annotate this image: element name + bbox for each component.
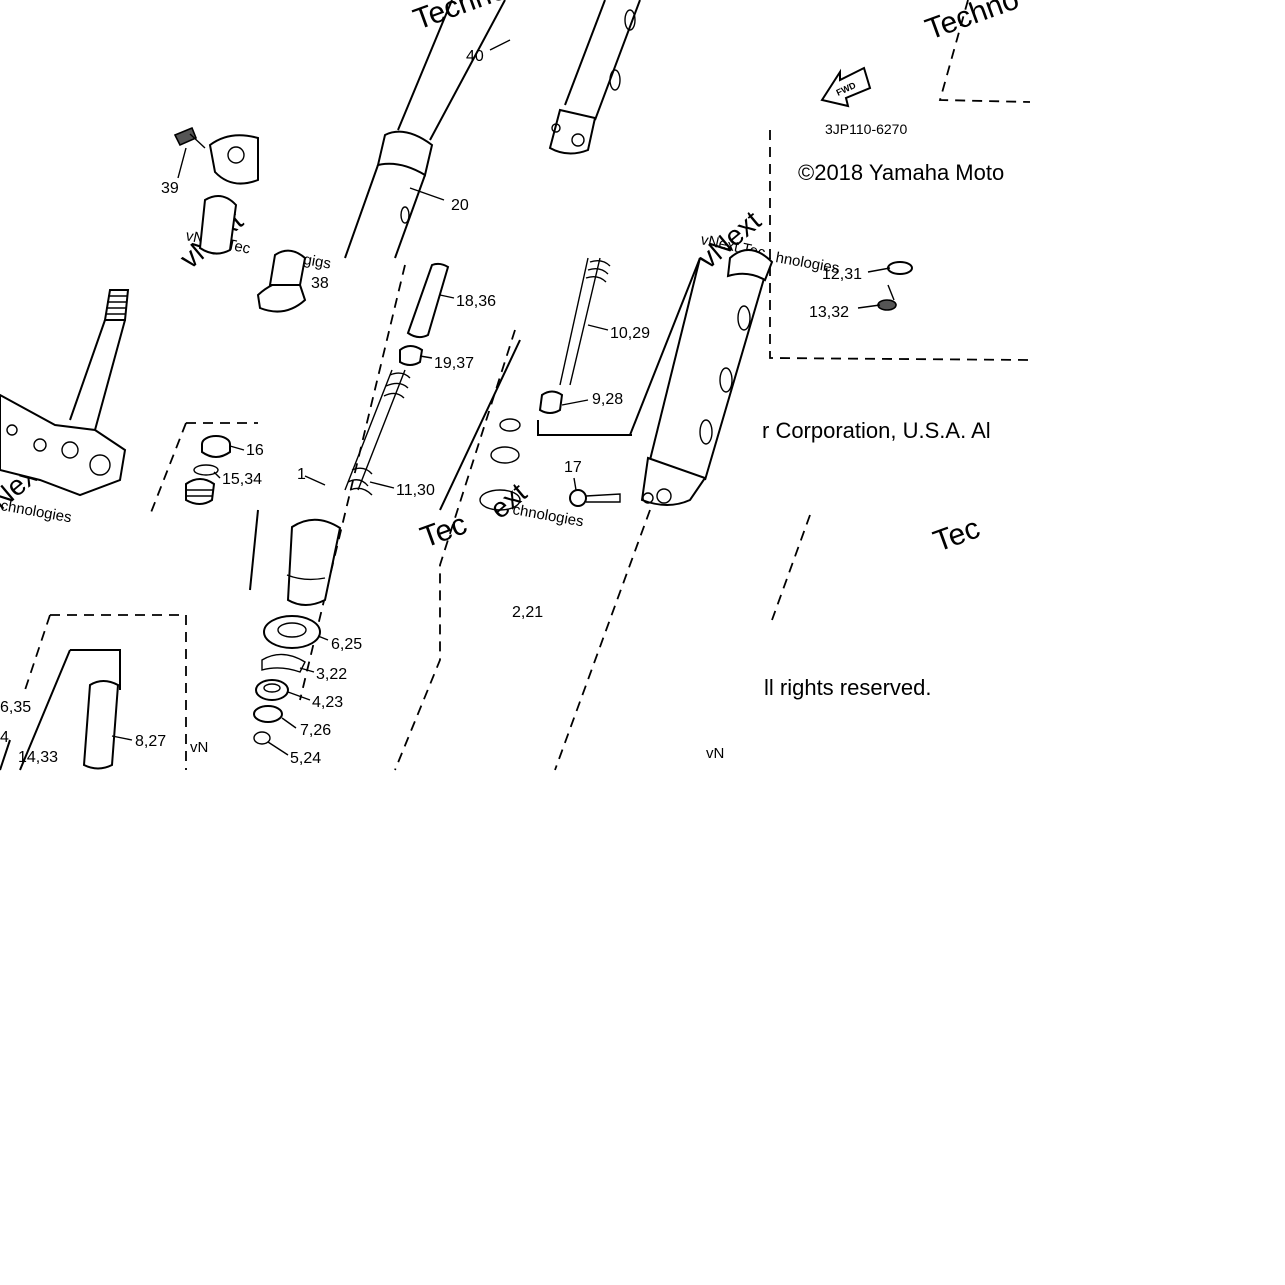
washer-12 bbox=[887, 261, 913, 275]
callout-labels: 40 39 20 38 18,36 19,37 1 11,30 10,29 9,… bbox=[0, 48, 862, 767]
watermark-text: Techno bbox=[921, 0, 1023, 47]
callout-label: 17 bbox=[564, 459, 582, 476]
fork-tube-lines-mid bbox=[249, 257, 701, 591]
sleeve-8 bbox=[0, 649, 121, 771]
watermark-layer: Techno Techno Tec Tec vNext vNext vNext … bbox=[0, 0, 1023, 762]
callout-label: 5,24 bbox=[290, 750, 321, 767]
copyright-line-3: ll rights reserved. bbox=[764, 675, 932, 700]
steering-stem bbox=[0, 289, 130, 497]
spacer-18 bbox=[406, 262, 450, 339]
copyright-line-2: r Corporation, U.S.A. Al bbox=[762, 418, 991, 443]
piston-2 bbox=[286, 518, 342, 606]
damper-rod-10 bbox=[559, 257, 611, 386]
fork-outer-tube-right bbox=[640, 249, 774, 506]
watermark-text: vN bbox=[190, 739, 208, 756]
callout-label: 10,29 bbox=[610, 325, 650, 342]
dust-seal-7 bbox=[253, 705, 283, 723]
clip-5 bbox=[253, 731, 271, 745]
callout-label: 40 bbox=[466, 48, 484, 65]
bolt-13 bbox=[877, 284, 897, 311]
piston-ring-right bbox=[479, 418, 521, 511]
watermark-text: -gigs bbox=[297, 250, 332, 272]
callout-label: 11,30 bbox=[396, 482, 435, 499]
callout-label: 13,32 bbox=[809, 304, 849, 321]
oil-seal-6 bbox=[263, 615, 321, 649]
washer-19 bbox=[399, 345, 424, 366]
watermark-text: chnologies bbox=[0, 497, 73, 526]
callout-label: 39 bbox=[161, 180, 179, 197]
clip-3 bbox=[261, 653, 306, 673]
callout-label: 1 bbox=[297, 466, 306, 483]
fork-tube-upper-right bbox=[548, 0, 641, 155]
plug-14 bbox=[185, 478, 216, 505]
watermark-text: Tec bbox=[416, 508, 471, 555]
cap-16 bbox=[201, 435, 231, 458]
callout-label: 8,27 bbox=[135, 733, 166, 750]
callout-label: 6,25 bbox=[331, 636, 362, 653]
callout-label: 4 bbox=[0, 729, 9, 746]
part-code: 3JP110-6270 bbox=[825, 121, 907, 137]
oring-15 bbox=[193, 464, 219, 476]
leader-lines bbox=[111, 39, 891, 756]
guide-lines bbox=[24, 0, 1031, 771]
callout-label: 15,34 bbox=[222, 471, 262, 488]
callout-label: 3,22 bbox=[316, 666, 347, 683]
callout-label: 16 bbox=[246, 442, 264, 459]
copyright-line-1: ©2018 Yamaha Moto bbox=[798, 160, 1004, 185]
watermark-text: vN bbox=[706, 745, 724, 762]
callout-label: 20 bbox=[451, 197, 469, 214]
fork-inner-tube bbox=[344, 0, 506, 259]
callout-label: 19,37 bbox=[434, 355, 474, 372]
bolt-39 bbox=[173, 126, 259, 185]
watermark-text: Tec bbox=[929, 512, 984, 559]
spring-11 bbox=[344, 369, 411, 496]
callout-label: 2,21 bbox=[512, 604, 543, 621]
callout-label: 18,36 bbox=[456, 293, 496, 310]
callout-label: 6,35 bbox=[0, 699, 31, 716]
callout-label: 7,26 bbox=[300, 722, 331, 739]
callout-label: 12,31 bbox=[822, 266, 862, 283]
callout-label: 38 bbox=[311, 275, 329, 292]
bolt-17 bbox=[569, 489, 621, 507]
callout-label: 4,23 bbox=[312, 694, 343, 711]
fwd-arrow-icon: FWD bbox=[820, 66, 872, 108]
bushing-38 bbox=[198, 195, 307, 313]
washer-4 bbox=[255, 679, 289, 701]
taper-spindle-9 bbox=[537, 390, 632, 436]
callout-label: 9,28 bbox=[592, 391, 623, 408]
callout-label: 14,33 bbox=[18, 749, 58, 766]
